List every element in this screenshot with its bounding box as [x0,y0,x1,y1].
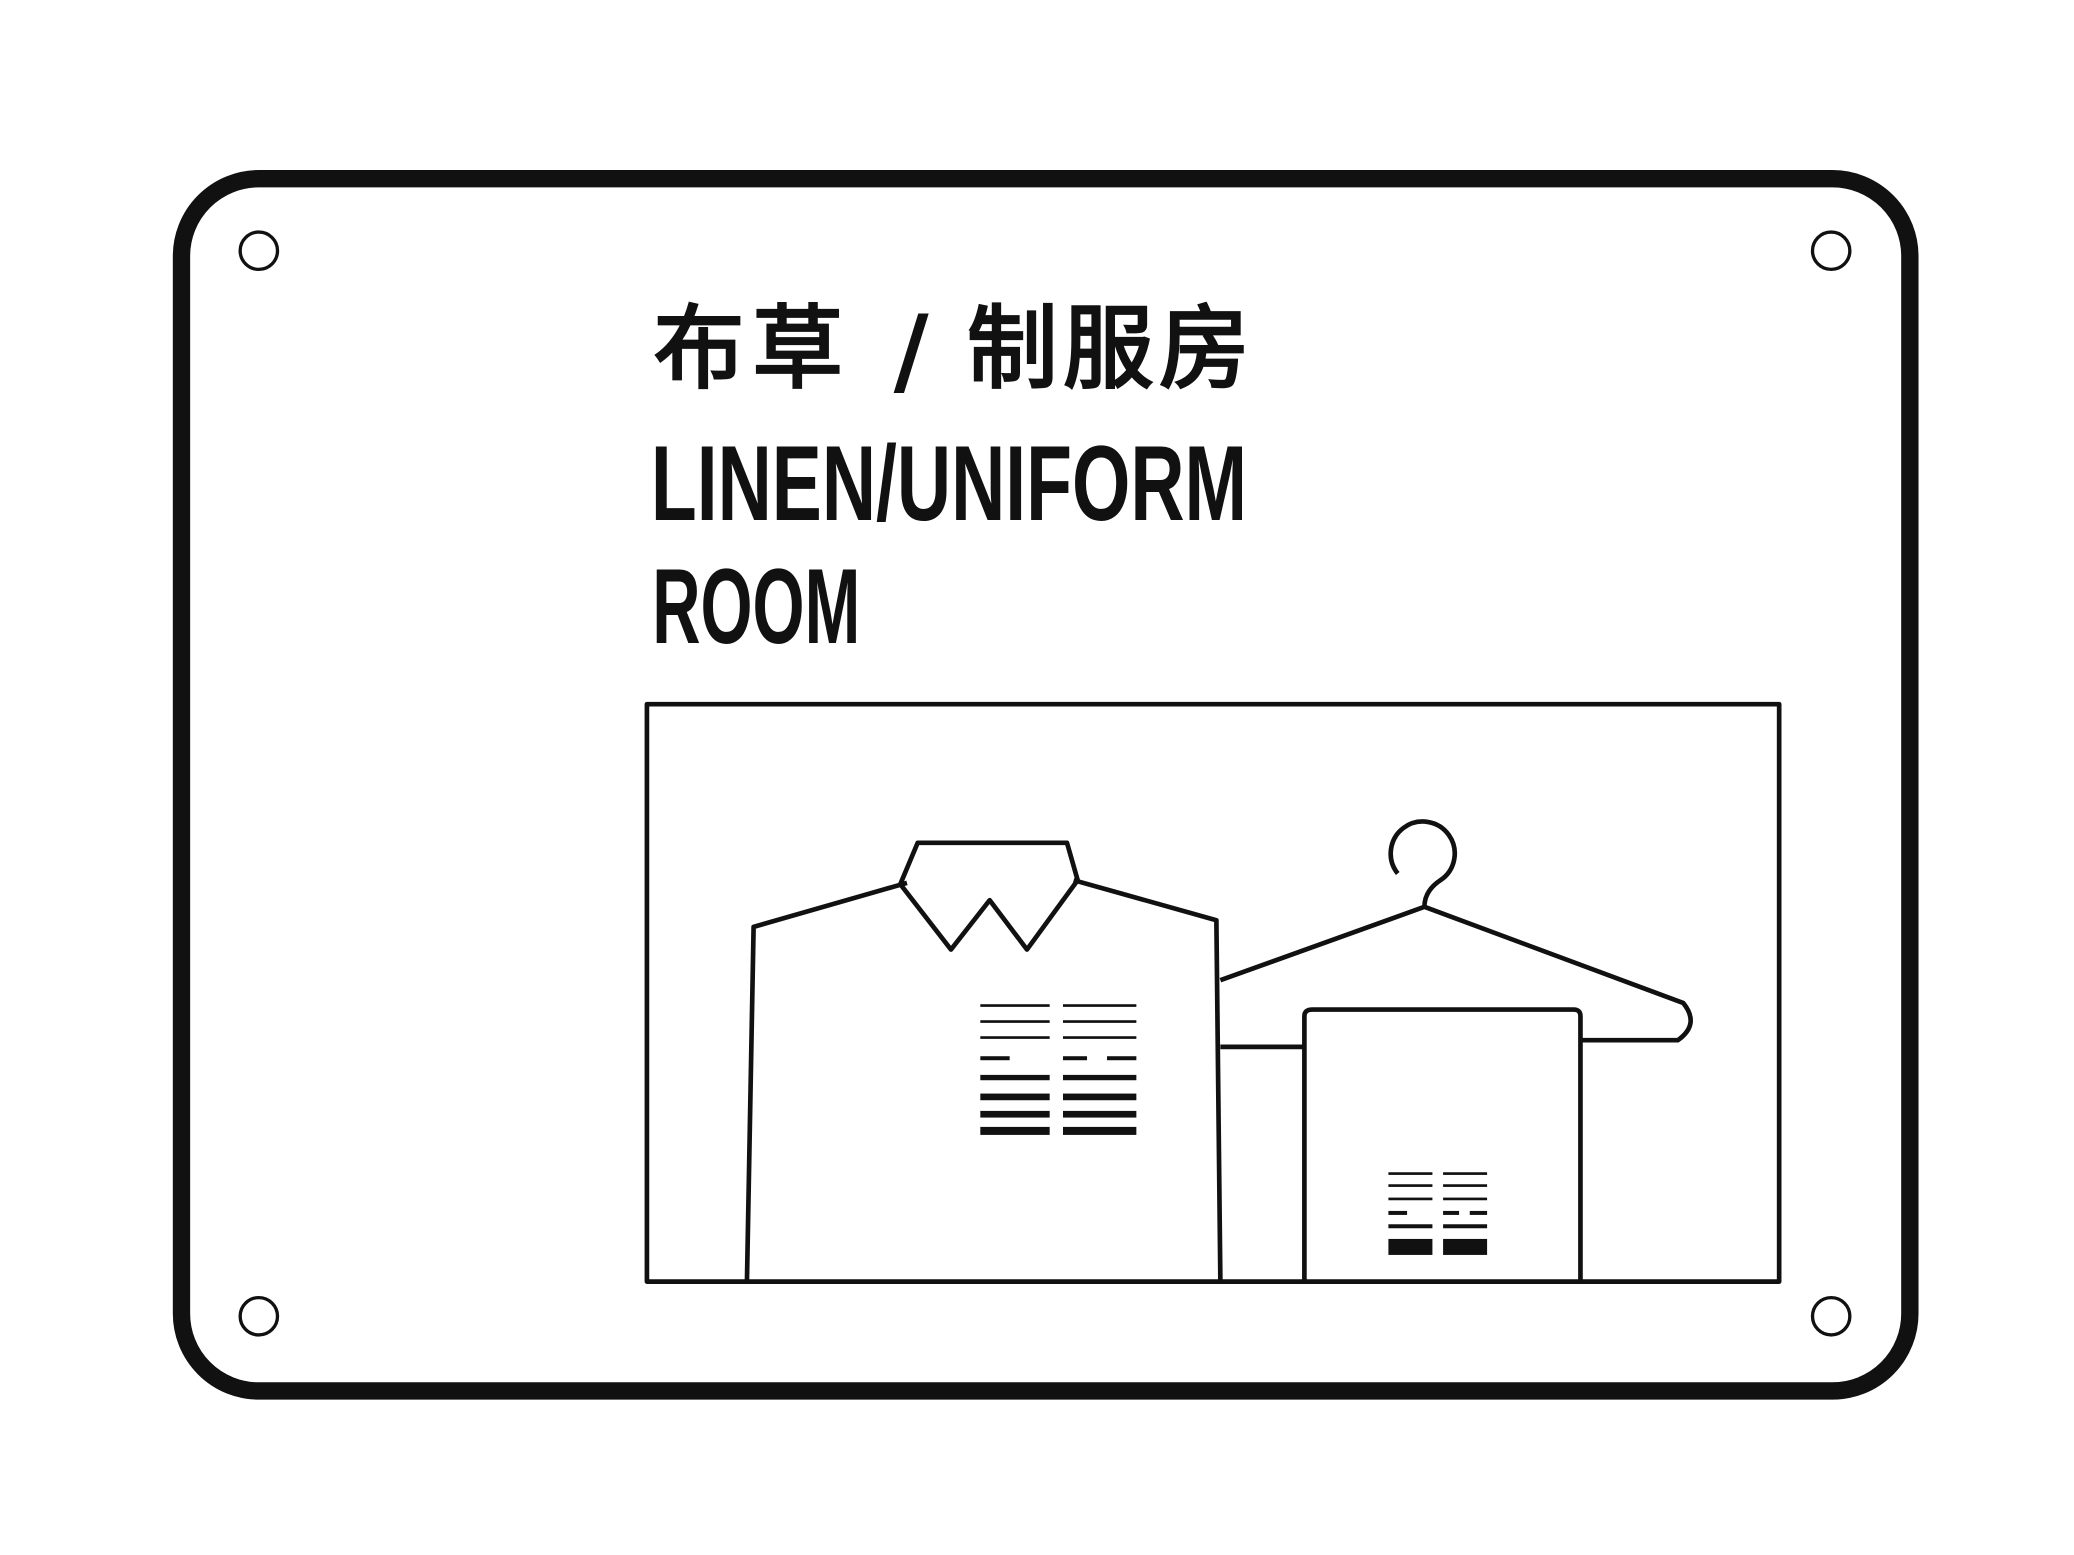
screw-hole-icon [1810,1295,1852,1337]
towel-pattern [1388,1172,1488,1255]
hanger-icon [1219,819,1693,1050]
shirt-pattern [980,1004,1137,1135]
title-english-line1: LINEN/UNIFORM [651,423,1247,543]
pictogram-frame [644,701,1782,1284]
towel-icon [1302,1007,1583,1282]
sign-plate [172,170,1919,1400]
screw-hole-icon [238,230,280,272]
shirt-icon [744,877,1223,1282]
title-chinese-left: 布草 [654,296,851,402]
title-chinese-slash: / [894,294,930,407]
shirt-and-towel-on-hanger-icon [644,701,1782,1284]
screw-hole-icon [1810,230,1852,272]
screw-hole-icon [238,1295,280,1337]
title-chinese-right: 制服房 [967,296,1255,402]
title-english-line2: ROOM [652,546,860,666]
shirt-collar [897,840,1081,952]
screw-holes [238,230,1852,1337]
